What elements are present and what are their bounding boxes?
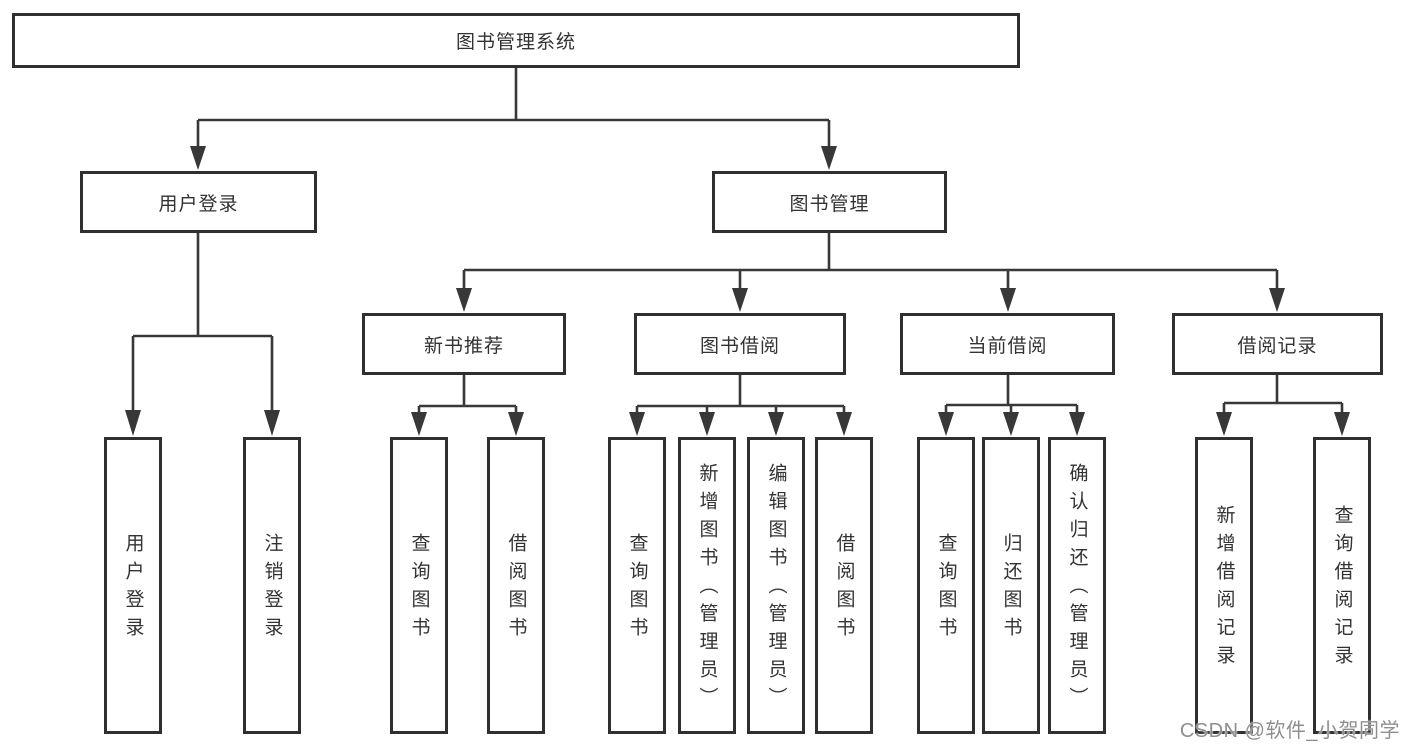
node-new-book-recommendation: 新书推荐	[362, 313, 566, 375]
node-book-borrowing: 图书借阅	[634, 313, 846, 375]
leaf-records-add-record: 新增借阅记录	[1195, 437, 1253, 734]
node-current-borrowing: 当前借阅	[900, 313, 1115, 375]
node-book-management: 图书管理	[712, 171, 947, 233]
connector-root-to-level1	[196, 68, 831, 150]
connector-borrow-leaves	[635, 375, 846, 414]
arrowheads-current-leaves	[938, 412, 1085, 436]
connector-user-login-branch	[131, 233, 274, 414]
node-borrowing-records: 借阅记录	[1172, 313, 1383, 375]
arrowheads-recommend-leaves	[411, 412, 524, 436]
arrowheads-borrow-leaves	[629, 412, 852, 436]
arrowheads-user-login-leaves	[125, 410, 280, 436]
leaf-recommend-borrow-book: 借阅图书	[487, 437, 545, 734]
leaf-current-query-book: 查询图书	[917, 437, 975, 734]
connector-current-leaves	[944, 375, 1079, 414]
leaf-borrowing-query-book: 查询图书	[608, 437, 666, 734]
leaf-borrowing-edit-book-admin: 编辑图书（管理员）	[747, 437, 805, 734]
leaf-borrowing-borrow-book: 借阅图书	[815, 437, 873, 734]
connector-recommend-leaves	[417, 375, 518, 414]
leaf-logout: 注销登录	[243, 437, 301, 734]
leaf-current-confirm-return-admin: 确认归还（管理员）	[1048, 437, 1106, 734]
connector-records-leaves	[1222, 375, 1344, 414]
leaf-current-return-book: 归还图书	[982, 437, 1040, 734]
leaf-borrowing-add-book-admin: 新增图书（管理员）	[678, 437, 736, 734]
arrowheads-level1	[190, 146, 837, 170]
leaf-records-query-record: 查询借阅记录	[1313, 437, 1371, 734]
leaf-recommend-query-book: 查询图书	[390, 437, 448, 734]
leaf-user-login: 用户登录	[104, 437, 162, 734]
csdn-watermark: CSDN @软件_小贺同学	[1179, 720, 1400, 742]
node-user-login: 用户登录	[80, 171, 317, 233]
arrowheads-records-leaves	[1216, 412, 1350, 436]
arrowheads-level2	[456, 288, 1285, 312]
node-system-root: 图书管理系统	[12, 13, 1020, 68]
connector-book-management-branch	[462, 233, 1279, 292]
